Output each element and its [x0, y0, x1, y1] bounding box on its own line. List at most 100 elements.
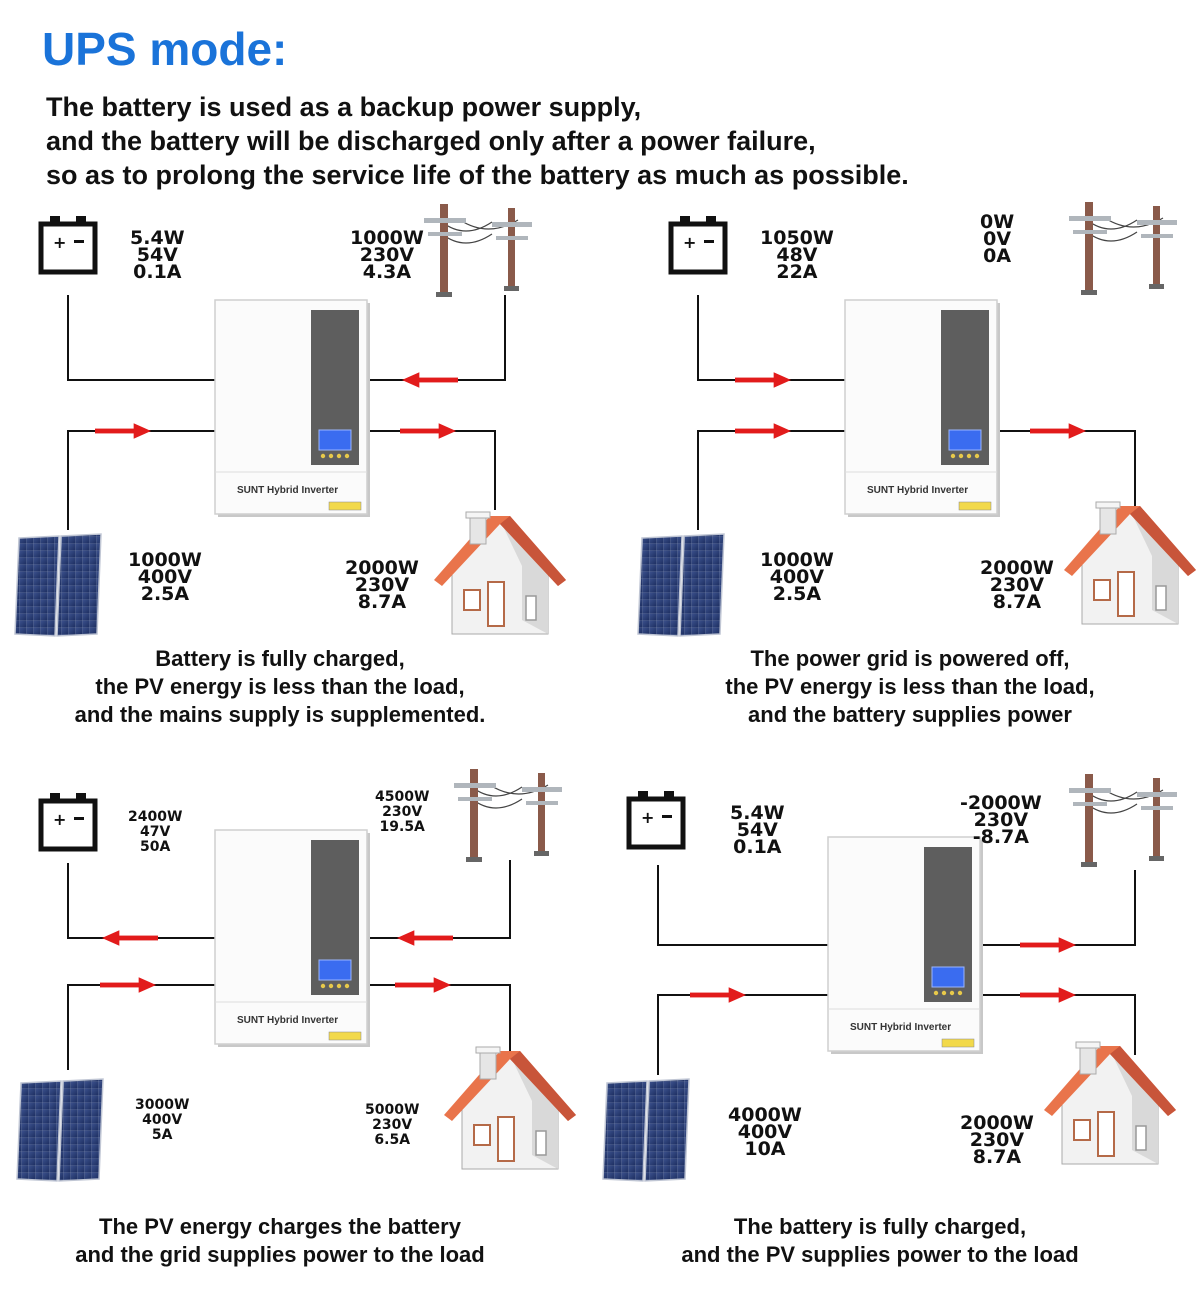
power-flow-arrow: [95, 423, 152, 439]
solar-panel-icon: [637, 533, 725, 637]
inverter-brand-label: SUNT Hybrid Inverter: [237, 1015, 338, 1026]
load-reading-line: 2000W: [980, 557, 1054, 579]
battery-reading-line: 54V: [736, 819, 778, 841]
utility-pole-icon: [423, 203, 533, 298]
battery-icon: [41, 216, 95, 272]
power-flow-arrow: [400, 423, 457, 439]
inverter-brand-label: SUNT Hybrid Inverter: [867, 485, 968, 496]
house-icon: [1063, 501, 1197, 625]
grid-reading-line: 1000W: [350, 227, 424, 249]
inverter-brand-label: SUNT Hybrid Inverter: [237, 485, 338, 496]
inverter-lcd: [948, 429, 982, 451]
power-flow-arrow: [101, 930, 158, 946]
scenario-caption: The power grid is powered off,the PV ene…: [630, 645, 1190, 729]
grid-reading-line: 0W: [980, 211, 1015, 233]
pv-reading-line: 1000W: [128, 549, 202, 571]
power-flow-arrow: [1020, 987, 1077, 1003]
scenario-diagram: SUNT Hybrid Inverter: [16, 768, 577, 1182]
pv-wire: [67, 430, 215, 530]
solar-panel-icon: [14, 533, 102, 637]
pv-reading-line: 400V: [137, 566, 193, 588]
pv-reading-line: 4000W: [728, 1104, 802, 1126]
scenario-caption: Battery is fully charged,the PV energy i…: [0, 645, 560, 729]
battery-reading-line: 0.1A: [133, 261, 182, 283]
inverter-lcd: [318, 429, 352, 451]
grid-wire: [983, 870, 1136, 946]
pv-reading-line: 1000W: [760, 549, 834, 571]
battery-reading-line: 0.1A: [733, 836, 782, 858]
grid-reading-line: 0A: [983, 245, 1012, 267]
utility-pole-icon: [1068, 201, 1178, 296]
load-reading-line: 8.7A: [972, 1146, 1022, 1168]
pv-reading-line: 5A: [151, 1127, 173, 1143]
power-flow-arrow: [100, 977, 157, 993]
grid-reading-line: -8.7A: [972, 826, 1029, 848]
caption-line: and the battery supplies power: [748, 702, 1072, 727]
scenario-caption: The battery is fully charged,and the PV …: [600, 1213, 1160, 1269]
load-wire: [1000, 430, 1136, 510]
caption-line: The PV energy charges the battery: [99, 1214, 461, 1239]
battery-reading-line: 22A: [776, 261, 818, 283]
load-reading-line: 230V: [989, 574, 1045, 596]
grid-reading-line: 230V: [359, 244, 415, 266]
house-icon: [443, 1046, 577, 1170]
power-flow-arrow: [1020, 937, 1077, 953]
power-flow-arrow: [395, 977, 452, 993]
scenario-diagram: SUNT Hybrid Inverter: [637, 201, 1197, 637]
grid-wire: [370, 295, 506, 381]
grid-reading-line: -2000W: [960, 792, 1042, 814]
caption-line: and the mains supply is supplemented.: [74, 702, 486, 727]
solar-panel-icon: [16, 1078, 104, 1182]
load-reading-line: 230V: [372, 1117, 413, 1133]
grid-reading-line: 0V: [983, 228, 1012, 250]
caption-line: and the grid supplies power to the load: [75, 1242, 485, 1267]
battery-reading-line: 47V: [140, 824, 171, 840]
grid-reading-line: 230V: [973, 809, 1029, 831]
battery-reading-line: 2400W: [128, 809, 183, 825]
power-flow-arrow: [735, 423, 792, 439]
battery-reading-line: 5.4W: [130, 227, 185, 249]
grid-reading-line: 4500W: [375, 789, 430, 805]
hybrid-inverter: SUNT Hybrid Inverter: [214, 829, 370, 1047]
bat-wire: [67, 863, 215, 939]
inverter-lcd: [931, 966, 965, 988]
pv-reading-line: 400V: [769, 566, 825, 588]
caption-line: the PV energy is less than the load,: [725, 674, 1095, 699]
load-reading-line: 230V: [354, 574, 410, 596]
pv-reading-line: 2.5A: [140, 583, 190, 605]
intro-line: The battery is used as a backup power su…: [46, 92, 642, 122]
utility-pole-icon: [453, 768, 563, 863]
battery-icon: [671, 216, 725, 272]
caption-line: Battery is fully charged,: [155, 646, 405, 671]
load-reading-line: 2000W: [345, 557, 419, 579]
solar-panel-icon: [602, 1078, 690, 1182]
hybrid-inverter: SUNT Hybrid Inverter: [214, 299, 370, 517]
power-flow-arrow: [396, 930, 453, 946]
load-reading-line: 6.5A: [374, 1132, 411, 1148]
load-reading-line: 230V: [969, 1129, 1025, 1151]
bat-wire: [697, 295, 845, 381]
battery-reading-line: 1050W: [760, 227, 834, 249]
intro-line: and the battery will be discharged only …: [46, 126, 816, 156]
intro-text: The battery is used as a backup power su…: [46, 90, 909, 192]
page-title: UPS mode:: [42, 23, 288, 75]
pv-wire: [67, 984, 215, 1070]
grid-reading-line: 230V: [382, 804, 423, 820]
load-reading-line: 5000W: [365, 1102, 420, 1118]
power-flow-arrow: [401, 372, 458, 388]
load-reading-line: 8.7A: [992, 591, 1042, 613]
load-reading-line: 2000W: [960, 1112, 1034, 1134]
